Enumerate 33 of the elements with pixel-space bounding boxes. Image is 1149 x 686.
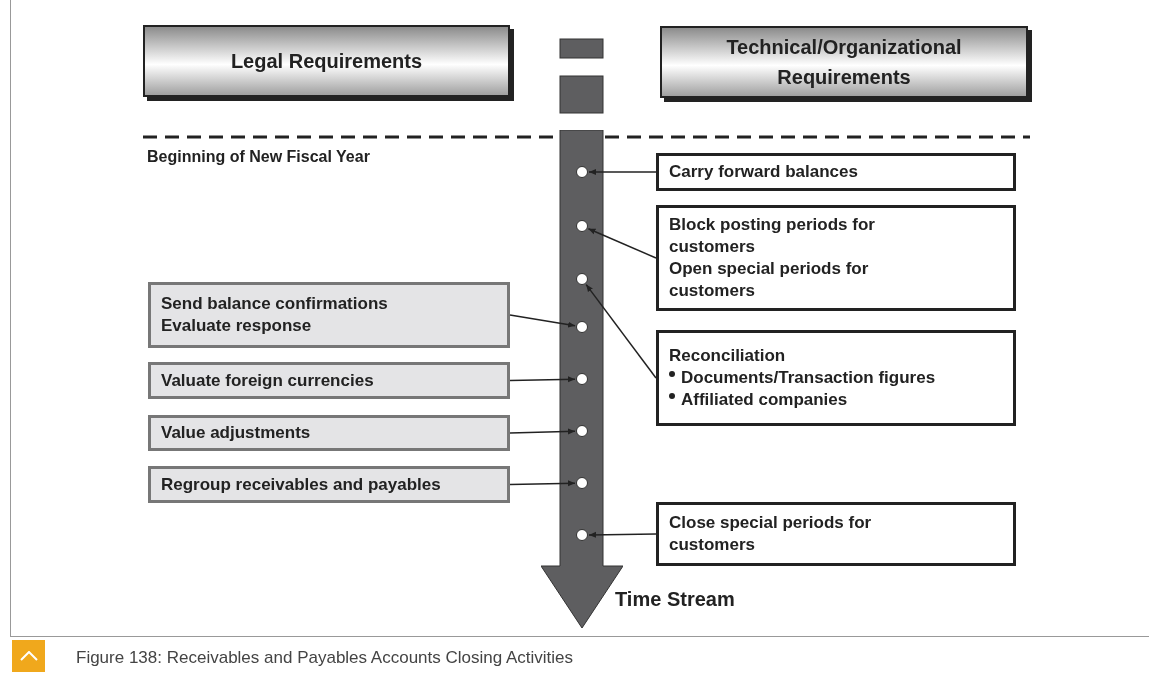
- activity-box: [148, 466, 510, 503]
- milestone-label: Beginning of New Fiscal Year: [147, 147, 370, 167]
- activity-text: Block posting periods for customers: [669, 214, 876, 258]
- activity-box: [656, 502, 1016, 566]
- activity-text: Close special periods for customers: [669, 512, 873, 556]
- arrow: [509, 428, 576, 435]
- activity-box: [148, 362, 510, 399]
- activity-box: [656, 205, 1016, 311]
- activity-text: Valuate foreign currencies: [161, 369, 375, 392]
- arrow-label: Time Stream: [615, 587, 735, 612]
- activity-text: Open special periods for customers: [669, 258, 870, 302]
- arrow: [588, 531, 657, 538]
- arrow: [588, 169, 657, 175]
- arrow: [509, 480, 576, 487]
- activity-box: [148, 415, 510, 451]
- activity-box: [148, 282, 510, 348]
- activity-box: [656, 153, 1016, 191]
- activity-box: [656, 330, 1016, 426]
- activity-text: Affiliated companies: [681, 389, 848, 411]
- arrow: [585, 283, 657, 379]
- arrow: [509, 376, 576, 383]
- activity-text: Carry forward balances: [669, 161, 859, 183]
- activity-text: Legal Requirements: [230, 49, 423, 74]
- activity-text: Evaluate response: [161, 315, 313, 337]
- arrow: [509, 314, 576, 328]
- activity-text: Send balance confirmations: [161, 293, 389, 315]
- activity-text: Documents/Transaction figures: [681, 367, 936, 389]
- activity-text: Value adjustments: [161, 422, 312, 444]
- activity-text: Reconciliation: [669, 345, 787, 367]
- arrow: [587, 228, 657, 259]
- activity-text: Regroup receivables and payables: [161, 473, 442, 496]
- figure-caption: Figure 138: Receivables and Payables Accounts Closing Activities: [76, 647, 574, 669]
- activity-text: Technical/Organizational Requirements: [725, 35, 963, 90]
